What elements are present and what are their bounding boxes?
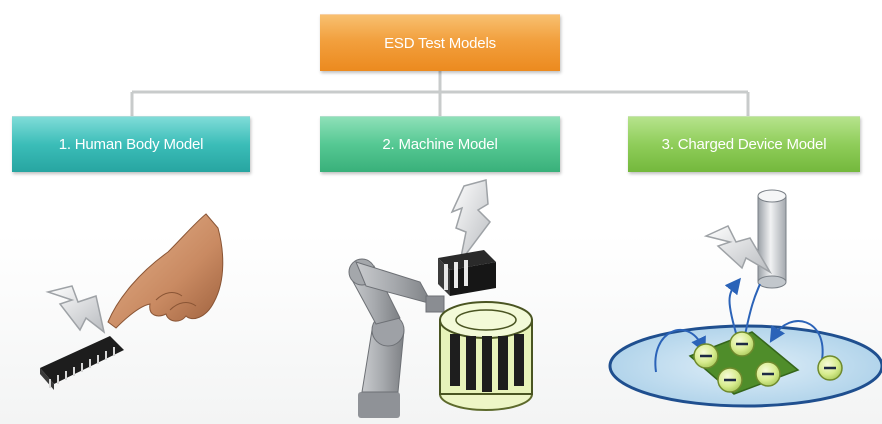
discharge-probe-icon (757, 189, 787, 289)
connector-device-icon (438, 250, 496, 296)
negative-charge-icon (729, 331, 755, 357)
model-node-charged-device: 3. Charged Device Model (628, 116, 860, 172)
model-node-label: 2. Machine Model (382, 136, 498, 153)
lightning-bolt-icon (703, 225, 773, 275)
root-node-label: ESD Test Models (384, 34, 496, 52)
device-under-test-icon (439, 301, 533, 411)
root-node-esd-test-models: ESD Test Models (320, 14, 560, 71)
negative-charge-icon (755, 361, 781, 387)
charge-flow-arrows (654, 277, 824, 373)
lightning-bolt-icon (450, 179, 491, 263)
human-body-model-illustration (40, 213, 224, 390)
machine-model-illustration (348, 179, 533, 418)
charged-device-model-illustration (608, 189, 882, 408)
negative-charge-icon (693, 343, 719, 369)
lightning-bolt-icon (45, 285, 106, 334)
negative-charge-icon (817, 355, 843, 381)
model-node-human-body: 1. Human Body Model (12, 116, 250, 172)
model-node-label: 3. Charged Device Model (661, 136, 827, 153)
model-node-label: 1. Human Body Model (58, 136, 204, 153)
pointing-hand-icon (107, 213, 224, 329)
model-node-machine: 2. Machine Model (320, 116, 560, 172)
negative-charge-icon (717, 367, 743, 393)
ic-chip-icon (40, 336, 124, 390)
robot-arm-icon (348, 258, 445, 418)
